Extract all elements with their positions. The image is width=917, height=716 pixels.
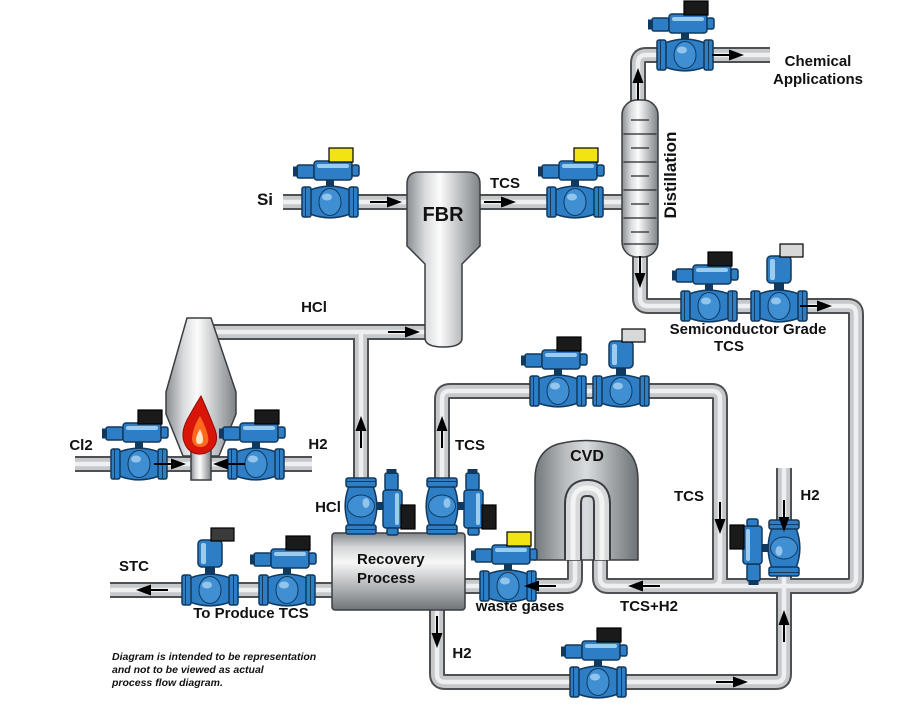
flow-arrow-semiconductor-tcs-flow bbox=[800, 300, 832, 312]
flow-arrow-stc-flow bbox=[136, 584, 168, 596]
vessels bbox=[165, 99, 659, 611]
pipe-cvd-left-leg-waste-line bbox=[463, 552, 578, 589]
label-hcl-riser: HCl bbox=[315, 499, 341, 516]
valve-cl2-feed-valve bbox=[102, 409, 169, 481]
label-waste-gases: waste gases bbox=[475, 598, 564, 615]
pipe-distillation-top-line bbox=[635, 52, 770, 102]
valve-si-feed-valve bbox=[293, 147, 360, 219]
flow-arrow-h2-burner-flow bbox=[213, 458, 245, 470]
disclaimer-line-2: and not to be viewed as actual bbox=[112, 664, 264, 676]
valves bbox=[102, 0, 808, 699]
valve-tcs-to-distillation-valve bbox=[538, 147, 605, 219]
arrows bbox=[136, 49, 832, 688]
flow-arrow-tcs-flow bbox=[484, 196, 516, 208]
label-h2-burner: H2 bbox=[308, 436, 327, 453]
label-si: Si bbox=[257, 190, 273, 209]
valve-cvd-feed-valve-2 bbox=[592, 328, 650, 408]
label-h2-bottom: H2 bbox=[452, 645, 471, 662]
burner-vessel bbox=[165, 317, 237, 457]
valve-waste-gases-valve bbox=[471, 531, 538, 603]
label-hcl-top: HCl bbox=[301, 299, 327, 316]
flow-arrow-h2-loop-flow bbox=[716, 676, 748, 688]
valve-stc-valve-2 bbox=[250, 535, 317, 607]
valve-semiconductor-tcs-valve-1 bbox=[672, 251, 739, 323]
disclaimer-line-1: Diagram is intended to be representation bbox=[112, 651, 317, 663]
flow-arrow-cl2-flow bbox=[154, 458, 186, 470]
flow-arrow-tcs-riser-flow bbox=[436, 416, 448, 448]
cvd-reactor bbox=[534, 439, 639, 561]
label-recovery-line1: Recovery bbox=[357, 551, 425, 568]
label-chemical: Chemical bbox=[785, 53, 852, 70]
valve-chemical-applications-valve bbox=[648, 0, 715, 72]
valve-tcs-riser-valve bbox=[425, 469, 497, 536]
label-applications: Applications bbox=[773, 71, 863, 88]
label-distillation: Distillation bbox=[661, 132, 680, 219]
label-semiconductor-tcs: TCS bbox=[714, 338, 744, 355]
flame-core bbox=[196, 429, 203, 444]
flow-arrow-hcl-to-fbr-flow bbox=[388, 326, 420, 338]
flow-arrow-hcl-riser-flow bbox=[355, 416, 367, 448]
flow-arrow-to-chemical-flow bbox=[712, 49, 744, 61]
flow-arrow-distillation-down-flow bbox=[634, 256, 646, 288]
label-tcs-mid: TCS bbox=[674, 488, 704, 505]
label-h2-right: H2 bbox=[800, 487, 819, 504]
distillation-column bbox=[621, 99, 659, 258]
label-recovery-line2: Process bbox=[357, 570, 415, 587]
valve-cvd-feed-valve-1 bbox=[521, 336, 588, 408]
flow-arrow-h2-drop-flow bbox=[431, 616, 443, 648]
label-cl2: Cl2 bbox=[69, 437, 92, 454]
pipe-tcs-riser-loop-line bbox=[439, 388, 723, 589]
flow-arrow-h2-down-flow bbox=[778, 500, 790, 532]
disclaimer-line-3: process flow diagram. bbox=[112, 677, 223, 689]
cvd-u-rod bbox=[570, 485, 605, 560]
valve-semiconductor-tcs-valve-2 bbox=[750, 243, 808, 323]
flow-arrow-waste-gases-flow bbox=[524, 580, 556, 592]
label-fbr: FBR bbox=[422, 204, 464, 226]
label-stc: STC bbox=[119, 558, 149, 575]
valve-stc-valve-1 bbox=[181, 527, 239, 607]
flow-arrow-h2-riser-flow bbox=[778, 610, 790, 642]
label-to-produce-tcs: To Produce TCS bbox=[193, 605, 309, 622]
flow-arrow-distillation-up-flow bbox=[632, 68, 644, 100]
flow-arrow-si-flow bbox=[370, 196, 402, 208]
pipe-distillation-bottom-semiconductor-line bbox=[612, 255, 859, 589]
label-tcs-fbr: TCS bbox=[490, 175, 520, 192]
label-semiconductor-grade: Semiconductor Grade bbox=[670, 321, 827, 338]
disclaimer-note: Diagram is intended to be representation… bbox=[112, 651, 316, 690]
label-cvd: CVD bbox=[570, 448, 604, 465]
flow-arrow-tcs-down-flow bbox=[714, 502, 726, 534]
label-tcs-h2: TCS+H2 bbox=[620, 598, 678, 615]
valve-hcl-riser-valve bbox=[344, 469, 416, 536]
flow-arrow-tcs-h2-flow bbox=[628, 580, 660, 592]
pipe-cvd-right-leg bbox=[597, 552, 618, 589]
fbr-vessel bbox=[406, 171, 481, 348]
label-tcs-riser: TCS bbox=[455, 437, 485, 454]
valve-h2-recycle-valve bbox=[561, 627, 628, 699]
valve-h2-feed-valve bbox=[729, 518, 801, 585]
